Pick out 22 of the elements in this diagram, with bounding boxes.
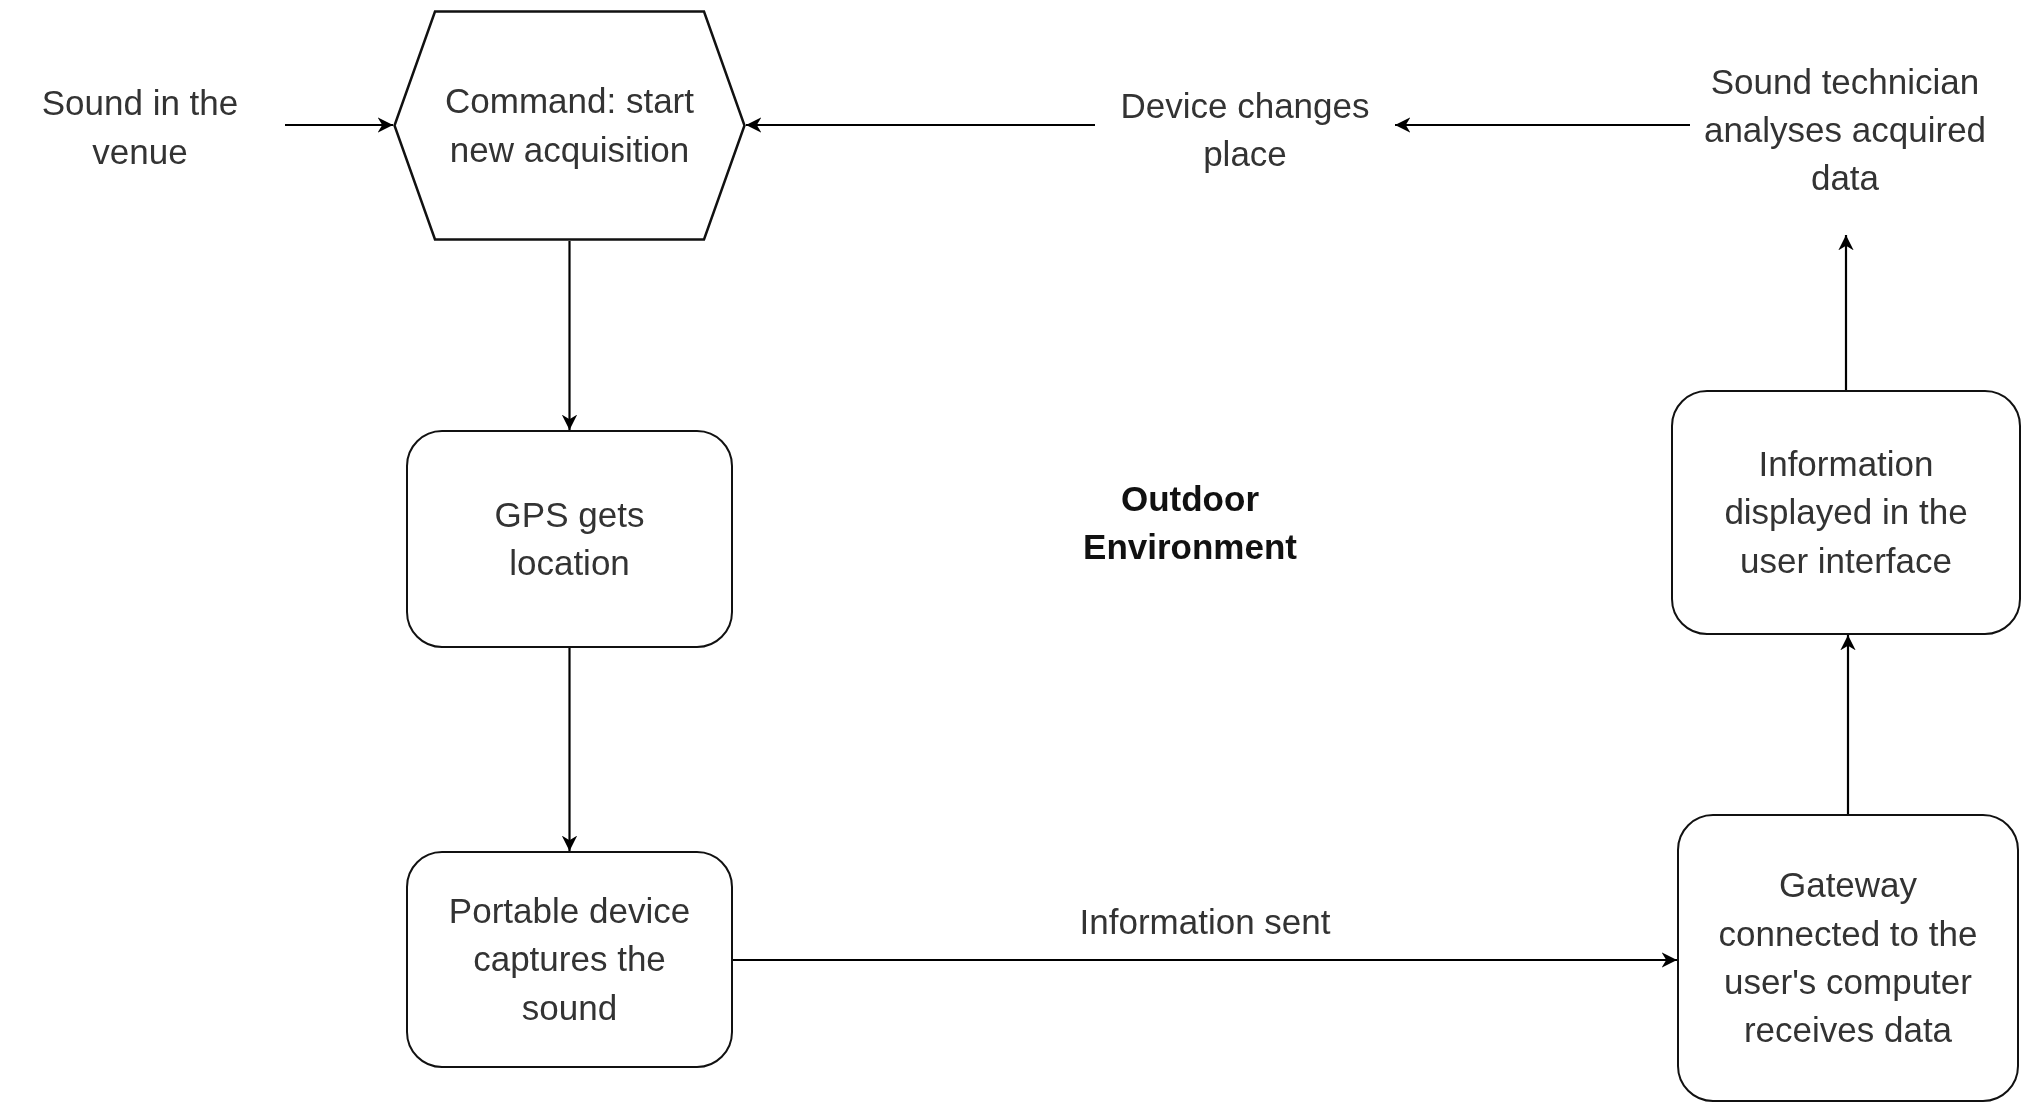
- process-box: [406, 851, 733, 1068]
- box-text: Command: start new acquisition: [444, 80, 695, 171]
- box-text: Portable device captures the sound: [447, 890, 692, 1029]
- arrow: [561, 648, 578, 851]
- edge-label: Information sent: [1078, 901, 1332, 943]
- arrow: [1838, 235, 1854, 390]
- flow-text: Sound in the venue: [15, 75, 265, 180]
- process-box: [1677, 814, 2019, 1102]
- arrow: [285, 117, 393, 133]
- flow-text: Device changes place: [1095, 80, 1395, 180]
- arrow: [733, 952, 1677, 968]
- arrow: [746, 117, 1095, 133]
- box-text: Gateway connected to the user's computer receives data: [1717, 864, 1979, 1052]
- box-text: GPS gets location: [493, 493, 646, 584]
- arrow: [561, 241, 578, 430]
- arrow: [1840, 635, 1856, 814]
- flow-text: Sound technician analyses acquired data: [1690, 55, 2000, 205]
- arrow: [1395, 117, 1690, 133]
- region-label: Outdoor Environment: [1082, 478, 1298, 569]
- box-text: Information displayed in the user interface: [1723, 443, 1969, 582]
- process-box: [406, 430, 733, 648]
- process-box: [1671, 390, 2021, 635]
